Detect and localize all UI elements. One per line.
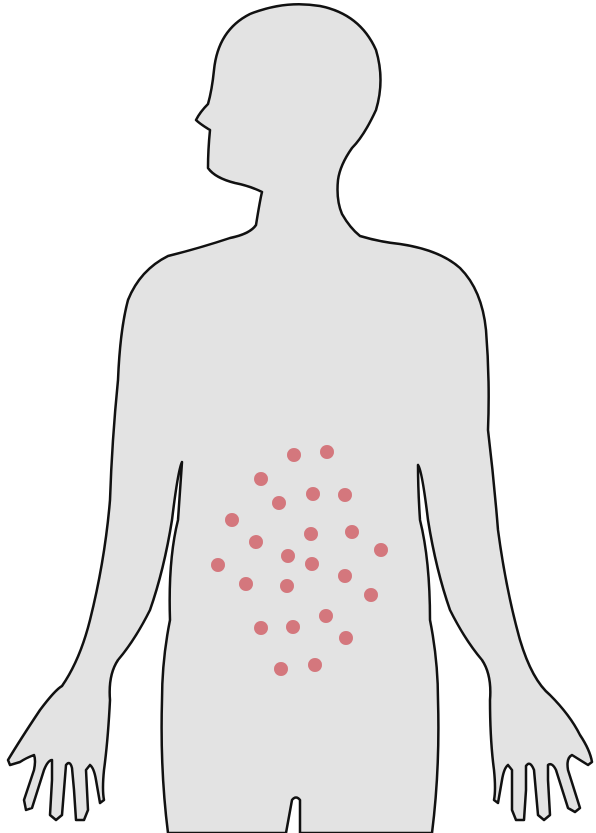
rash-spot-marker — [320, 445, 334, 459]
rash-spot-marker — [364, 588, 378, 602]
rash-spot-marker — [319, 609, 333, 623]
rash-spot-marker — [339, 631, 353, 645]
rash-spot-marker — [249, 535, 263, 549]
rash-spot-marker — [254, 621, 268, 635]
rash-spot-marker — [286, 620, 300, 634]
rash-spot-marker — [287, 448, 301, 462]
rash-spot-marker — [338, 569, 352, 583]
body-silhouette — [8, 4, 592, 833]
rash-spot-marker — [308, 658, 322, 672]
rash-spot-marker — [254, 472, 268, 486]
rash-spot-marker — [306, 487, 320, 501]
rash-spot-marker — [225, 513, 239, 527]
rash-spot-marker — [345, 525, 359, 539]
rash-spot-marker — [374, 543, 388, 557]
rash-spot-marker — [211, 558, 225, 572]
rash-spot-marker — [239, 577, 253, 591]
rash-spot-marker — [305, 557, 319, 571]
rash-spot-marker — [281, 549, 295, 563]
rash-spot-marker — [272, 496, 286, 510]
rash-spot-marker — [304, 527, 318, 541]
rash-spot-marker — [338, 488, 352, 502]
rash-spot-marker — [274, 662, 288, 676]
rash-spot-marker — [280, 579, 294, 593]
